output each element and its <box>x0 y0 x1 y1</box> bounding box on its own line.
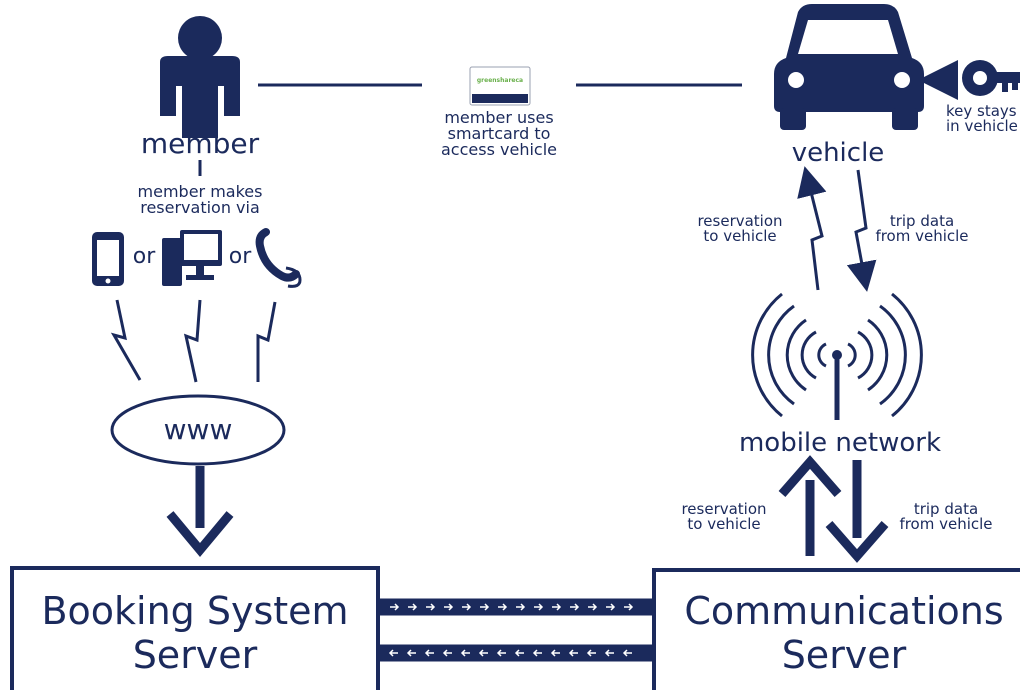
lightning-links-www <box>110 299 277 383</box>
booking-server-label: Booking System Server <box>41 589 349 677</box>
pipe-arrow-back <box>460 649 470 657</box>
pipe-arrow-back <box>514 649 524 657</box>
pipe-arrow-forward <box>390 603 400 611</box>
lightning-trip-upper <box>846 169 877 292</box>
reservation-upper-label: reservation to vehicle <box>697 212 783 245</box>
communications-server-box <box>652 568 1020 690</box>
www-node <box>110 394 286 466</box>
pipe-arrow-back <box>550 649 560 657</box>
lightning-reservation-upper <box>797 166 827 291</box>
pipe-arrow-back <box>586 649 596 657</box>
telephone-icon <box>255 228 302 288</box>
pipe-arrow-forward <box>570 603 580 611</box>
pipe-arrow-back <box>388 649 398 657</box>
pipe-arrow-forward <box>606 603 616 611</box>
pipe-arrow-forward <box>534 603 544 611</box>
pipe-arrow-back <box>622 649 632 657</box>
pipe-arrow-back <box>604 649 614 657</box>
car-icon <box>774 4 924 130</box>
pipe-arrow-back <box>478 649 488 657</box>
member-reservation-label: member makes reservation via <box>137 182 263 217</box>
pipe-arrow-forward <box>426 603 436 611</box>
pipe-arrow-forward <box>408 603 418 611</box>
antenna-icon <box>751 292 923 420</box>
pipe-arrow-forward <box>498 603 508 611</box>
booking-server-box <box>10 566 380 690</box>
pipe-arrows <box>388 603 634 657</box>
pipe-arrow-back <box>532 649 542 657</box>
arrow-down-trip <box>825 460 889 563</box>
pipe-arrow-back <box>496 649 506 657</box>
pipe-arrow-forward <box>444 603 454 611</box>
pipe-arrow-back <box>424 649 434 657</box>
arrow-up-reservation <box>778 455 842 556</box>
trip-upper-label: trip data from vehicle <box>875 212 969 245</box>
pipe-arrow-back <box>568 649 578 657</box>
communications-server-label: Communications Server <box>684 589 1004 677</box>
smartcard-label: member uses smartcard to access vehicle <box>441 108 557 159</box>
smartcard-logo: greenshareca <box>476 77 524 84</box>
www-label: www <box>163 413 233 446</box>
trip-lower-label: trip data from vehicle <box>899 500 993 533</box>
arrow-www-to-booking <box>166 466 234 558</box>
computer-icon <box>162 230 222 286</box>
smartcard-icon <box>469 66 531 106</box>
or-label-2: or <box>228 244 252 269</box>
pipe-arrow-forward <box>588 603 598 611</box>
vehicle-label: vehicle <box>791 138 885 168</box>
pipe-arrow-forward <box>480 603 490 611</box>
phone-icon <box>92 232 124 286</box>
mobile-network-label: mobile network <box>738 428 942 458</box>
pipe-arrow-forward <box>624 603 634 611</box>
pipe-arrow-forward <box>552 603 562 611</box>
key-stays-label: key stays in vehicle <box>946 102 1018 135</box>
pipe-arrow-back <box>406 649 416 657</box>
person-icon <box>160 16 240 138</box>
pipe-arrow-forward <box>462 603 472 611</box>
key-icon <box>962 60 1020 96</box>
pipe-arrow-forward <box>516 603 526 611</box>
reservation-lower-label: reservation to vehicle <box>681 500 767 533</box>
or-label-1: or <box>132 244 156 269</box>
pipe-arrow-back <box>442 649 452 657</box>
member-label: member <box>140 127 260 160</box>
